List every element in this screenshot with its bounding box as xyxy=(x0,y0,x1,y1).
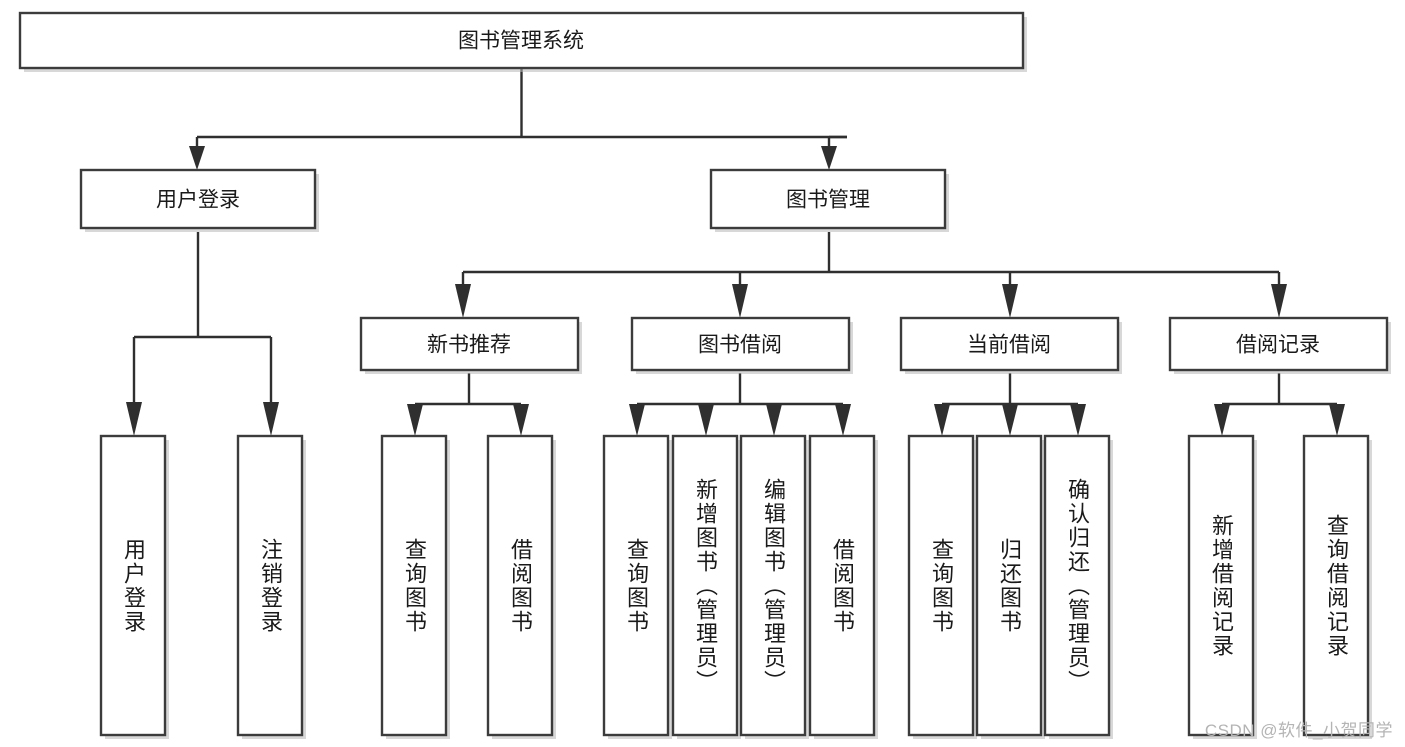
arrowhead-root-to-book-manage xyxy=(821,146,837,170)
book-borrow-box[interactable] xyxy=(630,316,851,372)
book-manage-box[interactable] xyxy=(709,168,947,230)
arrowhead-bb-to-leaf-5 xyxy=(629,404,645,436)
current-borrow-box[interactable] xyxy=(899,316,1120,372)
leaf-4-box[interactable] xyxy=(486,434,554,737)
book-borrow-label: 图书借阅 xyxy=(698,334,782,357)
node-user-login[interactable]: 用户登录 xyxy=(79,168,319,232)
arrowhead-cb-to-leaf-11 xyxy=(1070,404,1086,436)
arrowhead-bm-to-new-book-recommend xyxy=(455,284,471,318)
leaf-boxes-group xyxy=(99,434,1372,739)
root-label: 图书管理系统 xyxy=(458,30,584,53)
leaf-8-label: 借阅图书 xyxy=(829,537,855,634)
leaf-9-label: 查询图书 xyxy=(928,537,954,634)
node-root[interactable]: 图书管理系统 xyxy=(18,11,1027,72)
book-manage-label: 图书管理 xyxy=(786,189,870,212)
node-book-borrow[interactable]: 图书借阅 xyxy=(630,316,853,374)
connector-group-borrow-record-to-leaves xyxy=(1214,373,1345,436)
leaf-7-box[interactable] xyxy=(739,434,807,737)
current-borrow-label: 当前借阅 xyxy=(967,334,1051,357)
node-new-book-recommend[interactable]: 新书推荐 xyxy=(359,316,582,374)
leaf-10-box[interactable] xyxy=(975,434,1043,737)
arrowhead-cb-to-leaf-9 xyxy=(934,404,950,436)
arrowhead-bm-to-book-borrow xyxy=(732,284,748,318)
connector-group-root-to-level2 xyxy=(189,68,847,170)
leaf-7-label: 编辑图书（管理员） xyxy=(760,477,786,694)
arrowhead-br-to-leaf-13 xyxy=(1329,404,1345,436)
borrow-record-label: 借阅记录 xyxy=(1236,334,1320,357)
leaf-5-box[interactable] xyxy=(602,434,670,737)
user-login-box[interactable] xyxy=(79,168,317,230)
leaf-11-label: 确认归还（管理员） xyxy=(1064,477,1090,694)
arrowhead-cb-to-leaf-10 xyxy=(1002,404,1018,436)
leaf-12-label: 新增借阅记录 xyxy=(1208,513,1234,658)
connector-group-book-borrow-to-leaves xyxy=(629,373,851,436)
leaf-13-label: 查询借阅记录 xyxy=(1323,513,1349,658)
leaf-9-box[interactable] xyxy=(907,434,975,737)
root-box[interactable] xyxy=(18,11,1025,70)
leaf-10-label: 归还图书 xyxy=(996,537,1022,634)
arrowhead-bb-to-leaf-7 xyxy=(766,404,782,436)
leaf-2-box[interactable] xyxy=(236,434,304,737)
arrowhead-bb-to-leaf-8 xyxy=(835,404,851,436)
csdn-watermark: CSDN @软件_小贺同学 xyxy=(1204,721,1393,740)
leaf-6-box[interactable] xyxy=(671,434,739,737)
arrowhead-nbr-to-leaf-3 xyxy=(407,404,423,436)
leaf-3-box[interactable] xyxy=(380,434,448,737)
leaf-1-label: 用户登录 xyxy=(120,537,146,634)
arrowhead-bm-to-borrow-record xyxy=(1271,284,1287,318)
node-borrow-record[interactable]: 借阅记录 xyxy=(1168,316,1391,374)
arrowhead-bb-to-leaf-6 xyxy=(698,404,714,436)
connector-group-book-manage-to-level3 xyxy=(455,232,1287,318)
borrow-record-box[interactable] xyxy=(1168,316,1389,372)
leaf-1-box[interactable] xyxy=(99,434,167,737)
leaf-2-label: 注销登录 xyxy=(257,537,283,634)
leaf-11-box[interactable] xyxy=(1043,434,1111,737)
connector-group-current-borrow-to-leaves xyxy=(934,373,1086,436)
new-book-recommend-label: 新书推荐 xyxy=(427,334,511,357)
leaf-8-box[interactable] xyxy=(808,434,876,737)
arrowhead-nbr-to-leaf-4 xyxy=(513,404,529,436)
node-book-manage[interactable]: 图书管理 xyxy=(709,168,949,232)
leaf-12-box[interactable] xyxy=(1187,434,1255,737)
user-login-label: 用户登录 xyxy=(156,189,240,212)
arrowhead-br-to-leaf-12 xyxy=(1214,404,1230,436)
arrowhead-ul-to-leaf-1 xyxy=(126,402,142,436)
connector-group-user-login-to-leaves xyxy=(126,232,279,436)
leaf-4-label: 借阅图书 xyxy=(507,537,533,634)
leaf-13-box[interactable] xyxy=(1302,434,1370,737)
leaf-3-label: 查询图书 xyxy=(401,537,427,634)
leaf-6-label: 新增图书（管理员） xyxy=(692,477,718,694)
arrowhead-bm-to-current-borrow xyxy=(1002,284,1018,318)
new-book-recommend-box[interactable] xyxy=(359,316,580,372)
leaf-5-label: 查询图书 xyxy=(623,537,649,634)
node-current-borrow[interactable]: 当前借阅 xyxy=(899,316,1122,374)
arrowhead-root-to-user-login xyxy=(189,146,205,170)
connector-group-new-book-recommend-to-leaves xyxy=(407,373,529,436)
arrowhead-ul-to-leaf-2 xyxy=(263,402,279,436)
